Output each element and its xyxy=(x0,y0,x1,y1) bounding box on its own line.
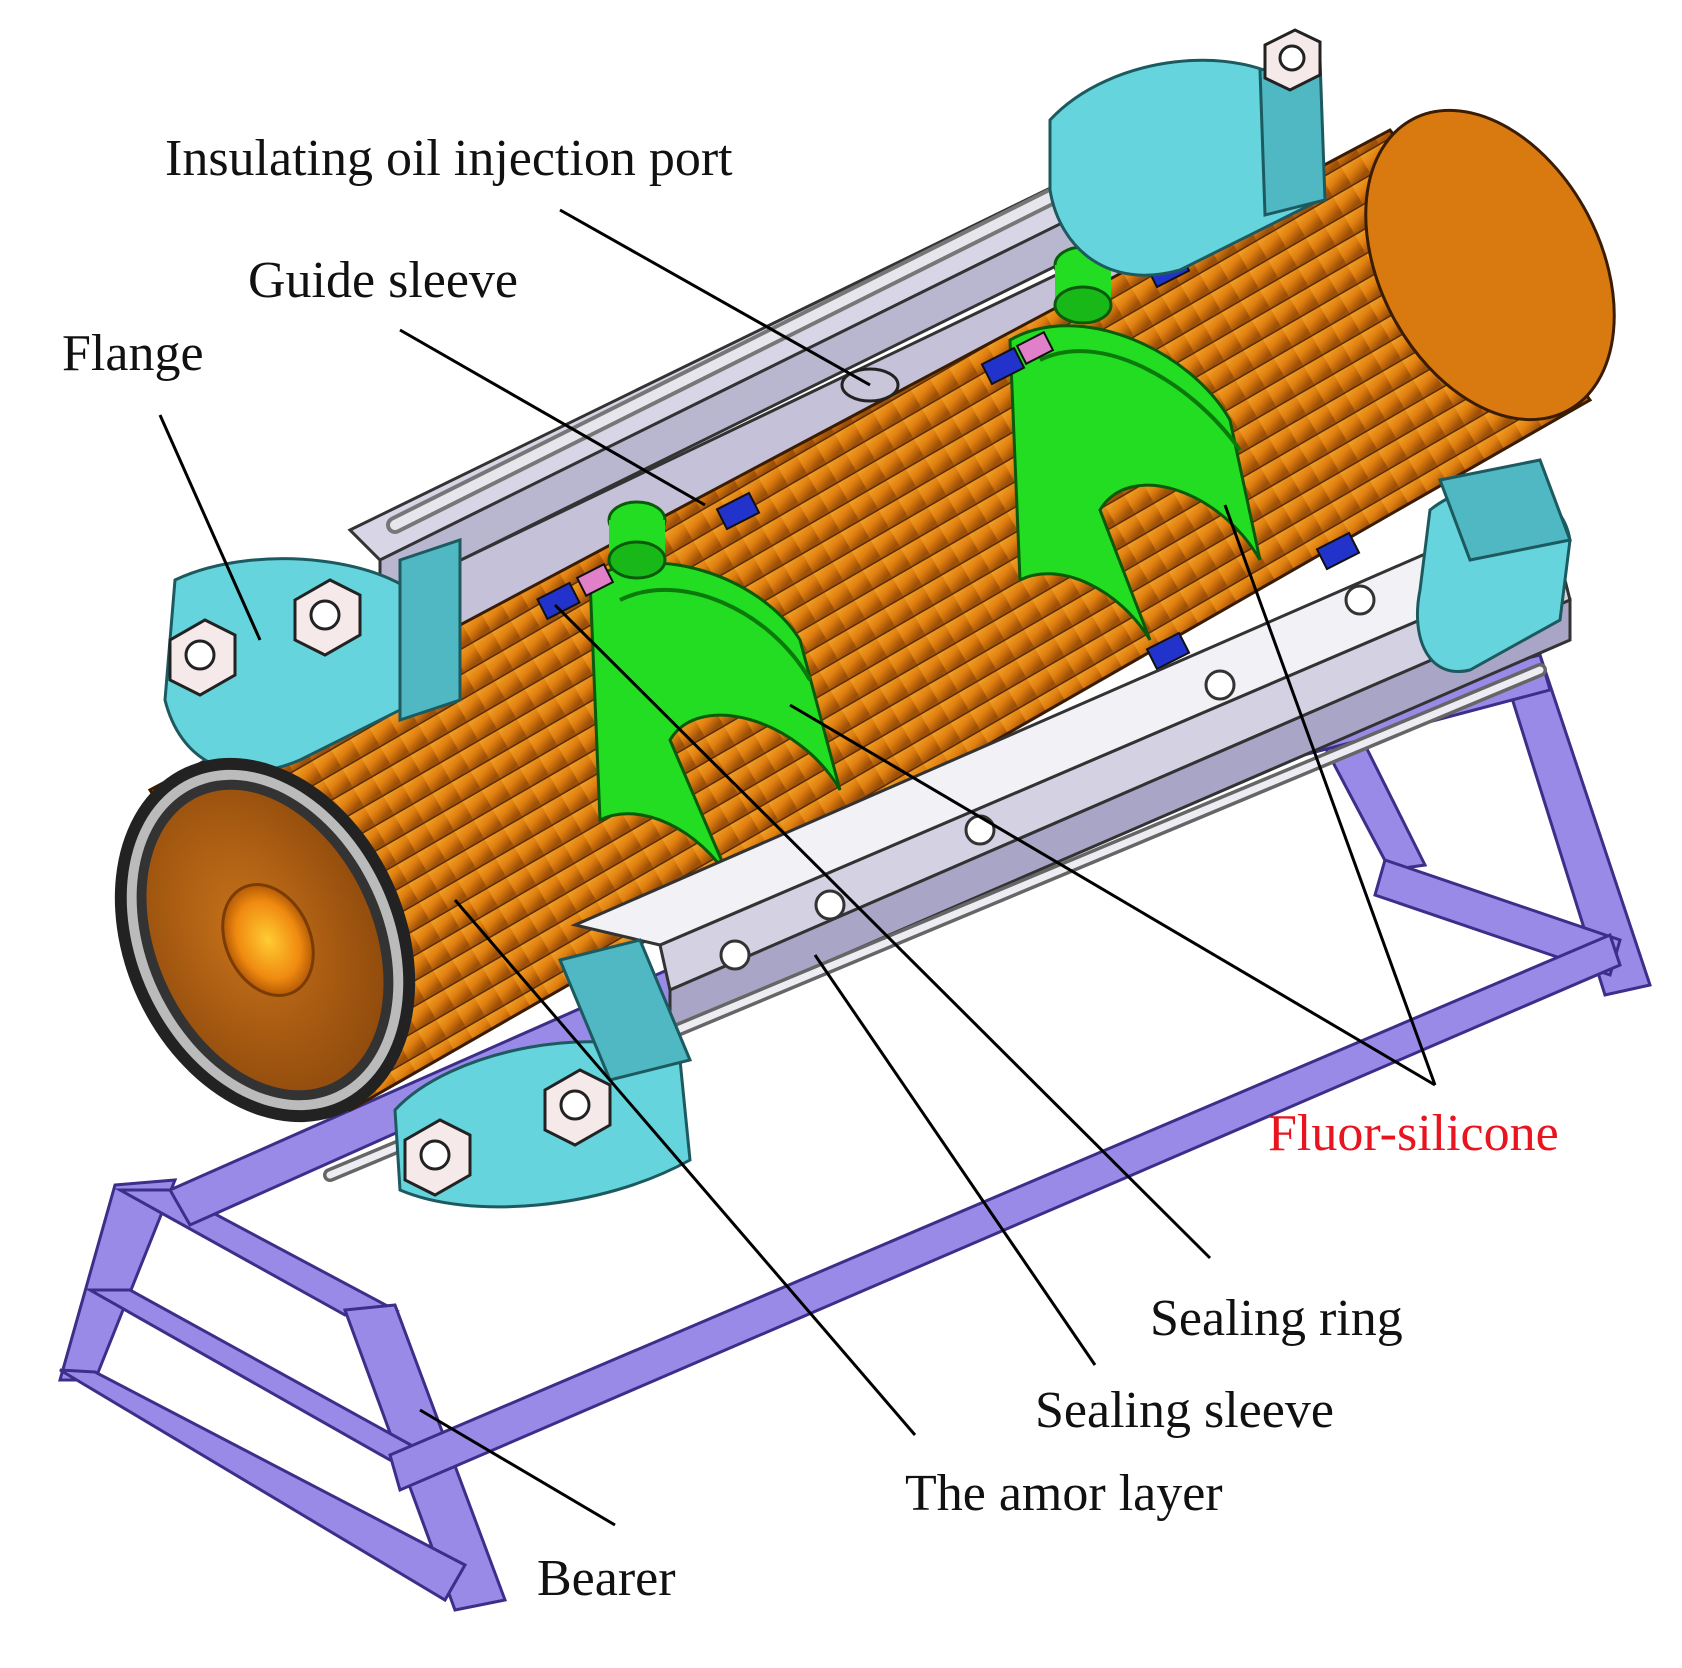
leader-lines xyxy=(158,208,1437,1527)
bearer-bottom-bar-left xyxy=(59,1368,468,1603)
label-sealing-sleeve: Sealing sleeve xyxy=(1035,1382,1334,1439)
label-fluor-silicone: Fluor-silicone xyxy=(1268,1105,1559,1162)
leader-guide-sleeve xyxy=(399,328,706,507)
bearer-bottom-bar-right xyxy=(1373,858,1622,977)
bolt-nut-icon xyxy=(293,578,362,657)
bolt-nut-icon xyxy=(1263,28,1322,92)
bearer-long-rail-bottom xyxy=(388,932,1622,1493)
flange-bolts xyxy=(168,28,1322,1197)
label-flange: Flange xyxy=(62,325,204,382)
flange-back xyxy=(1048,58,1573,673)
leader-armor-layer xyxy=(453,899,917,1436)
label-sealing-ring: Sealing ring xyxy=(1150,1290,1403,1347)
leader-fluor-silicone-1 xyxy=(789,703,1436,1087)
bolt-nut-icon xyxy=(168,618,237,697)
fluor-silicone-ring-back xyxy=(1008,245,1262,641)
cable-armor-layer xyxy=(147,108,1616,1113)
conductor-core xyxy=(221,883,315,997)
bolt-nut-icon xyxy=(403,1118,472,1197)
bearer-top-bar-left xyxy=(114,1188,401,1317)
bolt-nut-icon xyxy=(543,1068,612,1147)
label-bearer: Bearer xyxy=(537,1550,676,1607)
leader-flange xyxy=(158,414,262,641)
flanges xyxy=(163,58,1573,1209)
label-armor-layer: The amor layer xyxy=(905,1465,1223,1522)
leader-oil-port xyxy=(559,208,871,387)
labels: Insulating oil injection port Guide slee… xyxy=(62,130,1559,1607)
leader-sealing-sleeve xyxy=(813,954,1097,1366)
cable-end-face xyxy=(114,757,416,1123)
label-oil-injection-port: Insulating oil injection port xyxy=(165,130,733,187)
leader-sealing-ring xyxy=(553,603,1212,1260)
leader-bearer xyxy=(419,1408,616,1527)
fluor-silicone-rings xyxy=(588,245,1262,881)
label-guide-sleeve: Guide sleeve xyxy=(248,252,518,309)
fluor-silicone-ring-front xyxy=(588,500,842,881)
leader-fluor-silicone-2 xyxy=(1223,504,1437,1086)
